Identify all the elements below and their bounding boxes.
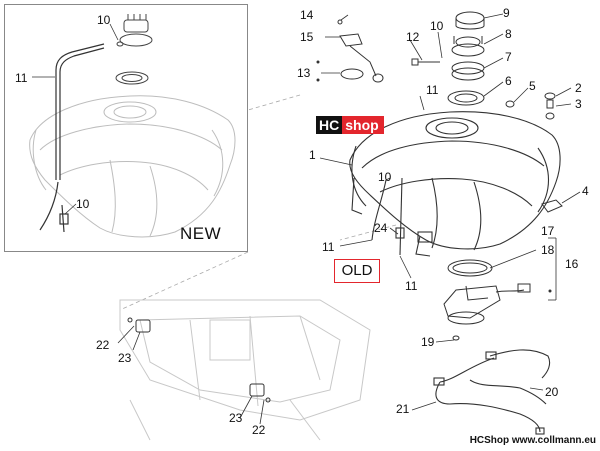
new-vent-hose (39, 43, 105, 233)
main-filler-cap-parts (447, 11, 485, 106)
callout-14: 14 (300, 8, 314, 22)
callout-22b: 22 (252, 423, 266, 437)
callout-11c: 11 (405, 279, 418, 293)
old-vent-hose (371, 177, 405, 256)
callout-10b: 10 (378, 170, 392, 184)
callout-20: 20 (545, 385, 559, 399)
callout-new-10: 10 (97, 13, 111, 27)
callout-9: 9 (503, 6, 510, 20)
callout-22a: 22 (96, 338, 110, 352)
logo-part-hc: HC (316, 116, 343, 134)
callout-2: 2 (575, 81, 582, 95)
bolt-12 (411, 58, 440, 66)
callout-4: 4 (582, 184, 589, 198)
rubber-mounts (127, 317, 271, 403)
callout-19: 19 (421, 335, 435, 349)
new-version-panel (4, 4, 248, 252)
new-version-label: NEW (180, 224, 222, 243)
callout-6: 6 (505, 74, 512, 88)
fuel-level-sensor (337, 19, 384, 83)
callout-10: 10 (430, 19, 444, 33)
small-dots (316, 60, 552, 293)
main-leader-lines (117, 13, 581, 425)
callout-21: 21 (396, 402, 410, 416)
main-fuel-tank-drawing (349, 111, 561, 257)
bracket-4 (541, 199, 563, 213)
logo-part-shop: shop (342, 116, 384, 134)
callout-13: 13 (297, 66, 311, 80)
callout-17: 17 (541, 224, 555, 238)
callout-new-11: 11 (15, 71, 28, 85)
group-bracket-16-17 (548, 237, 557, 301)
callout-12: 12 (406, 30, 420, 44)
callout-7: 7 (505, 50, 512, 64)
callout-1: 1 (309, 148, 316, 162)
callout-new-10b: 10 (76, 197, 90, 211)
new-fuel-tank-drawing (29, 95, 236, 238)
fuel-pump-assembly (443, 259, 531, 341)
callout-23a: 23 (118, 351, 132, 365)
old-version-label: OLD (334, 259, 380, 283)
callout-16: 16 (565, 257, 579, 271)
new-filler-cap-parts (115, 14, 153, 85)
callout-8: 8 (505, 27, 512, 41)
callout-24: 24 (374, 221, 388, 235)
callout-23b: 23 (229, 411, 243, 425)
footer-credit: HCShop www.collmann.eu (469, 435, 596, 446)
dashed-connectors (119, 94, 397, 311)
callout-18: 18 (541, 243, 555, 257)
new-leader-lines (32, 23, 119, 215)
callout-11a: 11 (426, 83, 439, 97)
callout-5: 5 (529, 79, 536, 93)
callout-11b: 11 (322, 240, 335, 254)
frame-drawing (119, 299, 371, 441)
hcshop-logo: HC shop (316, 116, 384, 134)
wiring-harness (433, 349, 551, 435)
callout-3: 3 (575, 97, 582, 111)
callout-15: 15 (300, 30, 314, 44)
bolt-2-3-5 (505, 92, 556, 120)
